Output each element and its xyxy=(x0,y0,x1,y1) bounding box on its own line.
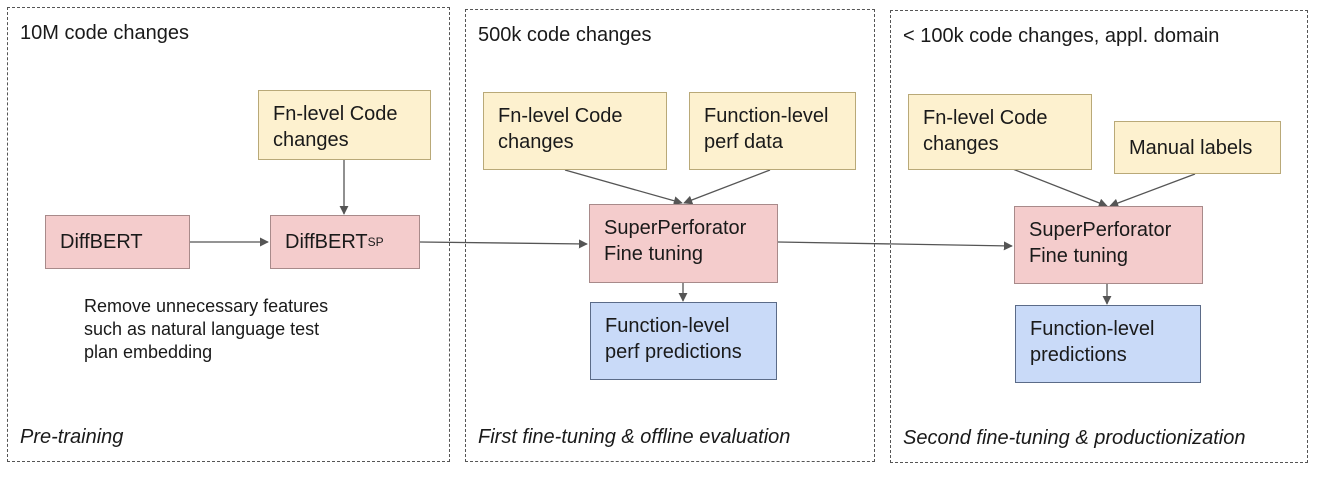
arrow-perf-data-to-finetune-1 xyxy=(683,169,771,205)
panel-title: 10M code changes xyxy=(20,22,190,44)
panel-second-finetuning: < 100k code changes, appl. domain Second… xyxy=(890,10,1308,463)
node-superperforator-finetune-1: SuperPerforator Fine tuning xyxy=(589,204,778,283)
panel-title: < 100k code changes, appl. domain xyxy=(903,25,1220,47)
node-manual-labels: Manual labels xyxy=(1114,121,1281,174)
arrow-code-to-finetune-1 xyxy=(564,169,683,206)
arrow-diffbert-sp-to-finetune-1 xyxy=(419,239,588,249)
note-remove-features: Remove unnecessary features such as natu… xyxy=(84,296,329,362)
arrow-code-to-finetune-2 xyxy=(999,163,1108,208)
node-diffbert: DiffBERT xyxy=(45,215,190,269)
arrow-labels-to-finetune-2 xyxy=(1109,173,1196,208)
node-function-level-predictions: Function-level predictions xyxy=(1015,305,1201,383)
node-function-level-perf-data: Function-level perf data xyxy=(689,92,856,170)
panel-first-finetuning: 500k code changes First fine-tuning & of… xyxy=(465,9,875,462)
arrow-finetune-1-to-finetune-2 xyxy=(777,241,1013,251)
panel-title: 500k code changes xyxy=(478,24,652,46)
node-fn-level-code-changes-1: Fn-level Code changes xyxy=(258,90,431,160)
node-fn-level-code-changes-3: Fn-level Code changes xyxy=(908,94,1092,170)
node-superperforator-finetune-2: SuperPerforator Fine tuning xyxy=(1014,206,1203,284)
panel-pretraining: 10M code changes Pre-training xyxy=(7,7,450,462)
panel-footer: Second fine-tuning & productionization xyxy=(903,427,1246,449)
node-fn-level-code-changes-2: Fn-level Code changes xyxy=(483,92,667,170)
panel-footer: First fine-tuning & offline evaluation xyxy=(478,426,791,448)
node-function-level-perf-predictions: Function-level perf predictions xyxy=(590,302,777,380)
panel-footer: Pre-training xyxy=(20,426,124,448)
node-diffbert-sp-label: DiffBERT xyxy=(285,231,368,253)
